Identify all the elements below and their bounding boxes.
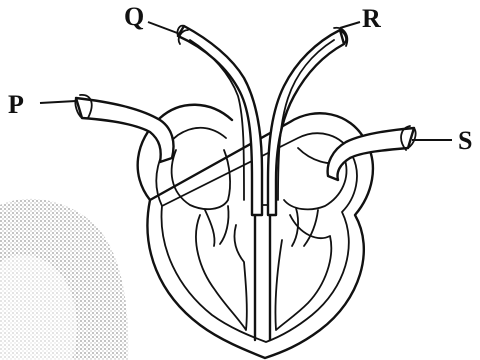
- vessel-q-inner: [190, 40, 244, 200]
- leader-line-q: [148, 22, 180, 34]
- bicuspid-valve: [292, 208, 318, 246]
- label-p: P: [8, 92, 24, 118]
- leader-line-p: [40, 101, 76, 103]
- tricuspid-valve: [205, 206, 229, 246]
- label-q: Q: [124, 4, 144, 30]
- septum: [255, 205, 270, 340]
- left-ventricle-chamber: [275, 215, 331, 330]
- label-r: R: [362, 6, 381, 32]
- vessel-q: [178, 26, 262, 215]
- vessel-r-inner: [278, 40, 334, 200]
- right-ventricle-chamber: [196, 215, 247, 330]
- vessel-r: [268, 30, 344, 215]
- leader-line-r: [340, 22, 360, 28]
- right-atrium-chamber: [172, 150, 230, 209]
- label-s: S: [458, 128, 472, 154]
- vessel-p: [76, 98, 174, 162]
